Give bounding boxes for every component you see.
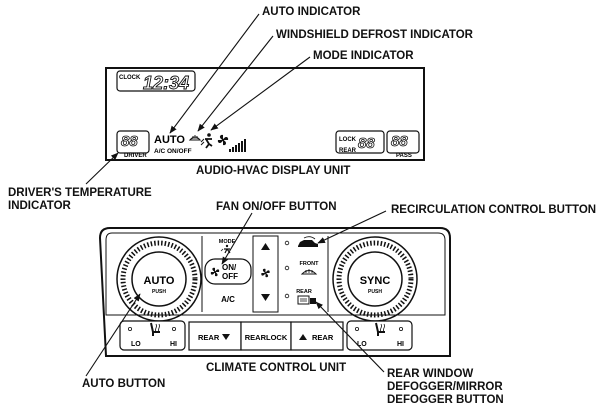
recirculation-button-label: RECIRCULATION CONTROL BUTTON bbox=[391, 204, 597, 216]
sync-knob-label: SYNC bbox=[360, 275, 391, 287]
fan-icon bbox=[217, 134, 229, 146]
fan-speed-column bbox=[252, 235, 279, 313]
front-label: FRONT bbox=[300, 261, 320, 267]
sync-knob-push: PUSH bbox=[368, 289, 382, 295]
seat-heater-icon-right bbox=[375, 322, 385, 336]
rear-down-label: REAR bbox=[198, 333, 220, 342]
auto-indicator: AUTO bbox=[154, 134, 185, 146]
auto-knob-push: PUSH bbox=[152, 289, 166, 295]
rear-defogger-label-line3: DEFOGGER BUTTON bbox=[387, 394, 504, 406]
display-unit: CLOCK 12:34 88 DRIVER AUTO A/C ON/OFF bbox=[105, 67, 425, 161]
passenger-seat-heater-button[interactable]: LO HI bbox=[354, 322, 404, 348]
front-defrost-icon bbox=[300, 269, 318, 275]
drivers-temperature-label-line1: DRIVER'S TEMPERATURE bbox=[8, 187, 152, 199]
seat-heater-icon-left bbox=[150, 322, 160, 336]
hi-label-right: HI bbox=[397, 341, 404, 348]
windshield-defrost-indicator-label: WINDSHIELD DEFROST INDICATOR bbox=[276, 29, 473, 41]
auto-button-label: AUTO BUTTON bbox=[82, 378, 166, 390]
fan-onoff-button[interactable]: ON/ OFF bbox=[204, 258, 252, 285]
fan-speed-icon bbox=[261, 268, 270, 278]
fan-speed-bars bbox=[229, 139, 246, 152]
display-unit-title: AUDIO-HVAC DISPLAY UNIT bbox=[196, 165, 351, 177]
rear-defogger-label-line1: REAR WINDOW bbox=[387, 368, 474, 380]
recirculation-icon bbox=[298, 236, 318, 247]
ac-onoff-indicator: A/C ON/OFF bbox=[154, 148, 192, 155]
clock-time: 12:34 bbox=[143, 73, 189, 93]
front-defrost-button[interactable]: FRONT bbox=[284, 261, 320, 275]
driver-temp-value: 88 bbox=[121, 133, 138, 150]
ac-button[interactable]: A/C bbox=[221, 295, 235, 304]
auto-knob-label: AUTO bbox=[144, 275, 175, 287]
mode-button-label: MODE bbox=[219, 239, 236, 245]
clock-label: CLOCK bbox=[119, 75, 141, 81]
rear-up-label: REAR bbox=[312, 333, 334, 342]
rearlock-button[interactable]: REARLOCK bbox=[240, 321, 292, 351]
auto-knob[interactable]: AUTO PUSH bbox=[116, 236, 202, 322]
fan-on-label: ON/ bbox=[222, 263, 237, 272]
driver-seat-heater-button[interactable]: LO HI bbox=[127, 322, 177, 348]
rear-defogger-icon bbox=[297, 295, 316, 305]
fan-speed-up-button[interactable] bbox=[261, 243, 270, 250]
lo-label-left: LO bbox=[131, 341, 141, 348]
rear-temp-up-button[interactable]: REAR bbox=[290, 321, 344, 351]
rear-temp-down-button[interactable]: REAR bbox=[188, 321, 242, 351]
lock-label: LOCK bbox=[339, 137, 357, 143]
rear-defogger-label-line2: DEFOGGER/MIRROR bbox=[387, 381, 503, 393]
lo-label-right: LO bbox=[357, 341, 367, 348]
driver-label: DRIVER bbox=[124, 153, 147, 159]
rear-defogger-button[interactable]: REAR bbox=[284, 289, 316, 305]
rear-display-label: REAR bbox=[339, 148, 357, 154]
rear-defog-label: REAR bbox=[296, 289, 312, 295]
mode-indicator-label: MODE INDICATOR bbox=[313, 50, 414, 62]
auto-indicator-label: AUTO INDICATOR bbox=[262, 6, 361, 18]
display-leader-lines bbox=[85, 13, 311, 185]
sync-knob[interactable]: SYNC PUSH bbox=[332, 236, 418, 322]
climate-control-unit-label: CLIMATE CONTROL UNIT bbox=[206, 362, 347, 374]
drivers-temperature-label-line2: INDICATOR bbox=[8, 200, 71, 212]
mode-indicator-icon bbox=[200, 133, 213, 149]
fan-button-icon bbox=[210, 267, 220, 277]
pass-temp-value: 88 bbox=[391, 133, 408, 150]
clock-readout: CLOCK 12:34 bbox=[116, 70, 196, 93]
passenger-temperature-indicator: 88 PASS bbox=[386, 130, 420, 159]
fan-speed-down-button[interactable] bbox=[261, 294, 270, 301]
pass-label: PASS bbox=[396, 153, 412, 159]
fan-off-label: OFF bbox=[222, 272, 238, 281]
windshield-defrost-icon bbox=[188, 135, 202, 141]
fan-onoff-button-label: FAN ON/OFF BUTTON bbox=[216, 201, 337, 213]
hi-label-left: HI bbox=[170, 341, 177, 348]
ac-button-label: A/C bbox=[221, 295, 235, 304]
panel-leader-lines bbox=[85, 210, 387, 377]
recirculation-button[interactable] bbox=[284, 236, 318, 247]
driver-temperature-indicator: 88 DRIVER bbox=[116, 130, 150, 159]
rear-temperature-indicator: LOCK REAR 88 bbox=[335, 130, 385, 154]
rear-temp-value: 88 bbox=[358, 135, 375, 152]
rearlock-label: REARLOCK bbox=[245, 333, 288, 342]
climate-control-unit: AUTO PUSH SYNC PUSH MODE bbox=[98, 227, 451, 357]
